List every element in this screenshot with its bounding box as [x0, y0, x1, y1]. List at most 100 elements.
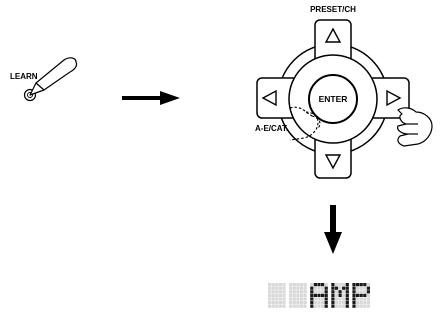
display-dot	[359, 283, 363, 287]
display-dot	[268, 297, 272, 301]
display-dot	[331, 301, 335, 305]
display-dot	[359, 301, 363, 305]
display-dot	[313, 290, 317, 294]
display-dot	[331, 293, 335, 297]
left-triangle-icon	[261, 89, 277, 107]
display-dot	[303, 286, 307, 290]
display-dot	[356, 301, 360, 305]
display-dot	[321, 290, 325, 294]
enter-button[interactable]: ENTER	[308, 74, 358, 124]
display-dot	[299, 304, 304, 308]
display-dot	[317, 301, 321, 305]
display-dot	[275, 290, 279, 294]
display-dot	[366, 297, 370, 301]
display-dot	[334, 290, 339, 294]
display-dot	[268, 293, 272, 297]
preset-ch-label: PRESET/CH	[310, 5, 356, 14]
display-dot	[334, 301, 339, 305]
display-dot	[282, 290, 286, 294]
display-dot	[299, 290, 304, 294]
display-dot	[359, 304, 363, 308]
display-dot	[296, 304, 300, 308]
learn-step: LEARN	[10, 57, 78, 102]
display-dot	[345, 304, 349, 308]
display-dot	[271, 290, 275, 294]
display-dot	[296, 283, 300, 287]
display-dot	[282, 304, 286, 308]
display-dot	[331, 304, 335, 308]
display-dot	[352, 304, 356, 308]
display-dot	[356, 297, 360, 301]
display-dot	[321, 286, 325, 290]
display-dot	[278, 304, 282, 308]
display-dot	[282, 301, 286, 305]
display-dot	[271, 304, 275, 308]
display-dot	[359, 297, 363, 301]
display-dot	[321, 283, 325, 287]
display-dot	[366, 293, 370, 297]
display-dot	[324, 297, 328, 301]
display-dot	[321, 304, 325, 308]
display-dot	[303, 290, 307, 294]
display-dot	[292, 297, 296, 301]
display-dot	[278, 293, 282, 297]
display-dot	[345, 286, 349, 290]
display-dot	[324, 290, 328, 294]
display-dot	[324, 293, 328, 297]
display-dot	[338, 290, 342, 294]
right-arrow-icon	[122, 91, 180, 105]
display-dot	[342, 293, 346, 297]
dashed-finger-icon	[289, 106, 321, 141]
display-dot	[268, 283, 272, 287]
display-dot	[292, 290, 296, 294]
display-dot	[338, 301, 342, 305]
display-dot	[345, 290, 349, 294]
display-dot	[324, 301, 328, 305]
display-dot	[342, 286, 346, 290]
display-dot	[324, 283, 328, 287]
pen-icon	[29, 57, 78, 96]
display-dot	[310, 304, 314, 308]
display-dot	[282, 286, 286, 290]
display-dot	[356, 290, 360, 294]
display-dot	[303, 297, 307, 301]
display-dot	[271, 301, 275, 305]
display-dot	[289, 293, 293, 297]
display-dot	[275, 286, 279, 290]
display-dot	[278, 290, 282, 294]
display-dot	[310, 290, 314, 294]
display-dot	[292, 283, 296, 287]
display-dot	[317, 297, 321, 301]
right-triangle-icon	[386, 89, 402, 107]
display-dot	[352, 290, 356, 294]
display-dot	[352, 297, 356, 301]
display-dot	[363, 301, 367, 305]
display-dot	[317, 283, 321, 287]
display-dot	[310, 283, 314, 287]
display-dot	[282, 297, 286, 301]
display-dot	[321, 301, 325, 305]
display-dot	[313, 304, 317, 308]
display-dot	[342, 283, 346, 287]
display-dot	[268, 290, 272, 294]
display-dot	[366, 290, 370, 294]
display-dot	[299, 301, 304, 305]
display-dot	[292, 304, 296, 308]
display-dot	[334, 293, 339, 297]
down-triangle-icon	[324, 154, 342, 170]
display-dot	[366, 304, 370, 308]
display-dot	[271, 293, 275, 297]
display-dot	[313, 283, 317, 287]
display-dot	[345, 301, 349, 305]
display-dot	[342, 301, 346, 305]
display-dot	[275, 301, 279, 305]
display-dot	[296, 286, 300, 290]
display-dot	[321, 297, 325, 301]
display-dot	[324, 286, 328, 290]
display-dot	[342, 297, 346, 301]
display-dot	[331, 290, 335, 294]
display-dot	[282, 293, 286, 297]
display-dot	[366, 283, 370, 287]
display-dot	[317, 286, 321, 290]
display-dot	[310, 293, 314, 297]
